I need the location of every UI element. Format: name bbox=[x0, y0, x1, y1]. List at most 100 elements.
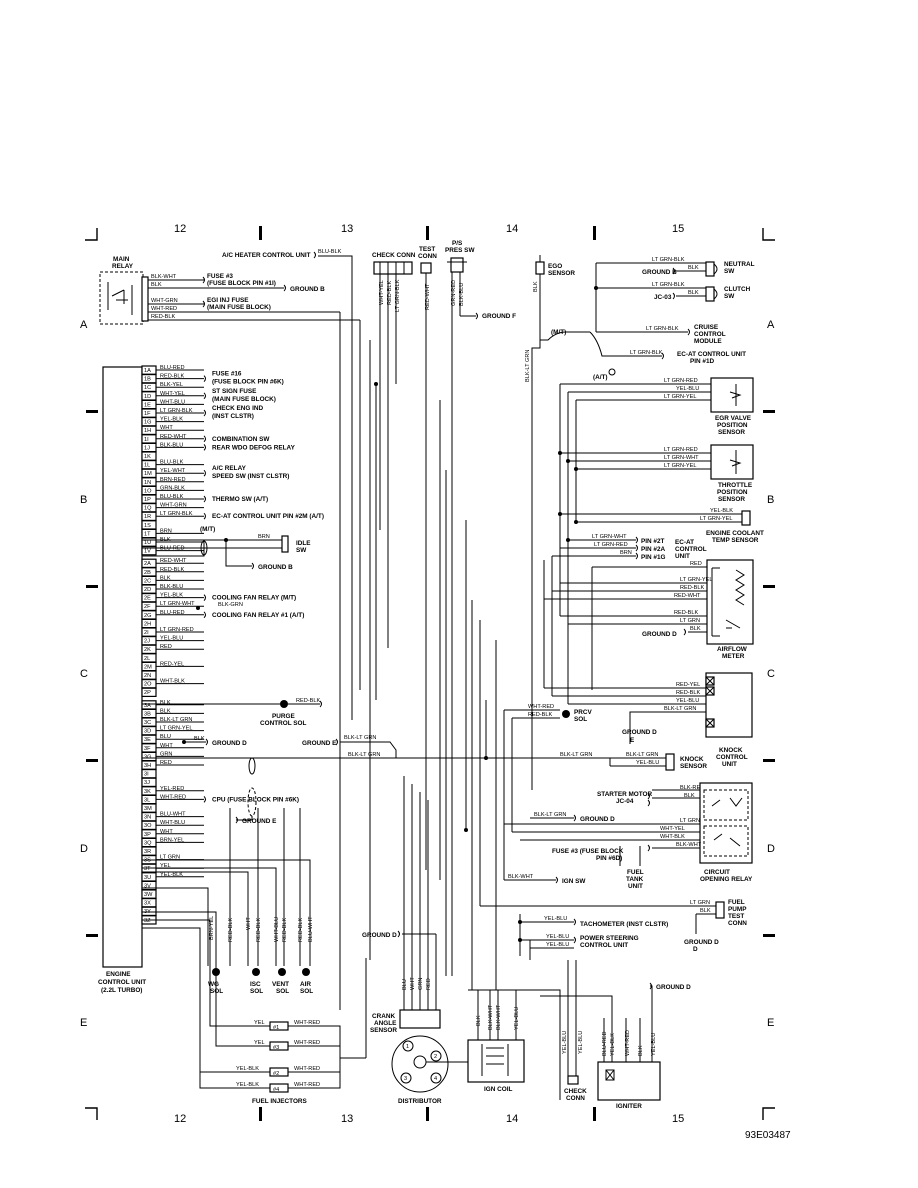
relay-wire-5: RED-BLK bbox=[151, 314, 176, 320]
ecu-pin-id: 3J bbox=[144, 780, 150, 786]
air-label-1: AIR bbox=[300, 981, 311, 988]
egr-label-3: SENSOR bbox=[718, 429, 745, 436]
ecu-pin-id: 3X bbox=[144, 901, 151, 907]
check-conn-wire-2: RED-BLK bbox=[387, 280, 393, 305]
throttle-label-2: POSITION bbox=[717, 489, 748, 496]
ecat-label-3: UNIT bbox=[675, 553, 690, 560]
throttle-sensor: LT GRN-RED LT GRN-WHT LT GRN-YEL THROTTL… bbox=[560, 444, 754, 503]
ecu-pin-wire: WHT-YEL bbox=[160, 391, 185, 397]
neutral-wire-2: BLK bbox=[688, 265, 699, 271]
vent-label-2: SOL bbox=[276, 988, 289, 995]
ecu-pin-id: 2O bbox=[144, 682, 152, 688]
ecu-pin-id: 1A bbox=[144, 368, 151, 374]
crank-wire-2: WHT bbox=[410, 977, 416, 990]
ecu-pin-wire: BLU bbox=[160, 734, 171, 740]
neutral-switch bbox=[705, 261, 715, 277]
ecu-pin-wire: GRN bbox=[160, 751, 172, 757]
test-conn-label-2: CONN bbox=[418, 253, 437, 260]
isc-wire-1: WHT bbox=[246, 917, 252, 930]
ground-d-left: GROUND D bbox=[212, 740, 247, 747]
destination-label: COOLING FAN RELAY (M/T) bbox=[212, 595, 296, 602]
coil-wire-2: BLK-WHT bbox=[488, 1004, 494, 1030]
ecu-pin-wire: WHT bbox=[160, 829, 173, 835]
ecu-pin-id: 3K bbox=[144, 789, 151, 795]
knock-wire-1: RED-YEL bbox=[676, 682, 700, 688]
destination-label: COOLING FAN RELAY #1 (A/T) bbox=[212, 612, 304, 619]
fuel-pump-label-2: PUMP bbox=[728, 906, 747, 913]
ground-d-fuel-letter: D bbox=[693, 946, 698, 953]
ground-d-igniter: GROUND D bbox=[656, 984, 691, 991]
ecu-pin-id: 1B bbox=[144, 377, 151, 383]
injector-1-left: YEL bbox=[254, 1020, 265, 1026]
ps-wire-2: BLK-BLU bbox=[459, 283, 465, 306]
grid-col-bottom-4: 15 bbox=[672, 1113, 684, 1125]
ecu-pin-wire: BLU-RED bbox=[160, 610, 185, 616]
ecu-pin-wire: RED-WHT bbox=[160, 558, 187, 564]
ecu-pin-id: 1K bbox=[144, 454, 151, 460]
destination-sublabel: (INST CLSTR) bbox=[212, 413, 254, 420]
fuel-pump-conn: LT GRN BLK FUEL PUMP TEST CONN GROUND D … bbox=[480, 899, 747, 953]
vent-wire-1: WHT-BLU bbox=[274, 917, 280, 942]
ecu-pin-id: 2I bbox=[144, 630, 149, 636]
ecu-pin-wire: YEL bbox=[160, 863, 171, 869]
ecu-pin-id: 2G bbox=[144, 613, 151, 619]
fuse3-label-1: FUSE #3 bbox=[207, 273, 233, 280]
fuel-tank-label-2: TANK bbox=[626, 876, 644, 883]
neutral-wire-1: LT GRN-BLK bbox=[652, 257, 685, 263]
knock-wire-4: BLK-LT GRN bbox=[664, 706, 696, 712]
engine-control-unit: ENGINE CONTROL UNIT (2.2L TURBO) bbox=[98, 366, 146, 994]
cruise-wire: LT GRN-BLK bbox=[646, 326, 679, 332]
wg-label-1: WG bbox=[208, 981, 219, 988]
ground-d-blk-wire: BLK bbox=[194, 736, 205, 742]
check-conn-bottom: YEL-BLU YEL-BLU CHECK CONN bbox=[562, 960, 587, 1102]
egr-wire-1: LT GRN-RED bbox=[664, 378, 698, 384]
knock-sensor-label-2: SENSOR bbox=[680, 763, 707, 770]
ecu-pin-id: 1L bbox=[144, 463, 150, 469]
ps-sw-label-2: PRES SW bbox=[445, 247, 475, 254]
ecu-pin-wire: RED-BLK bbox=[160, 567, 185, 573]
coolant-wire-1: YEL-BLK bbox=[710, 508, 733, 514]
ecu-pin-id: 2B bbox=[144, 570, 151, 576]
ecu-pin-wire: WHT-BLU bbox=[160, 399, 185, 405]
jc04-label: JC-04 bbox=[616, 798, 634, 805]
ecu-pin-id: 3T bbox=[144, 866, 151, 872]
ps-unit-wire-1: YEL-BLU bbox=[546, 934, 569, 940]
ground-e-wire-2: BLK-LT GRN bbox=[348, 752, 380, 758]
clutch-wire-1: LT GRN-BLK bbox=[652, 282, 685, 288]
ecu-pin-id: 3O bbox=[144, 823, 152, 829]
fuel-pump-label-3: TEST bbox=[728, 913, 744, 920]
at-label: (A/T) bbox=[593, 374, 608, 381]
knock-sensor: BLK-LT GRN YEL-BLU BLK-LT GRN KNOCK SENS… bbox=[486, 752, 707, 771]
drawing-id: 93E03487 bbox=[745, 1130, 791, 1141]
cruise-label-2: CONTROL bbox=[694, 331, 726, 338]
airflow-wire-2: LT GRN-YEL bbox=[680, 577, 712, 583]
idle-sw-label-1: IDLE bbox=[296, 540, 311, 547]
destination-label: CHECK ENG IND bbox=[212, 405, 264, 412]
throttle-sensor-box bbox=[710, 444, 754, 480]
grid-col-bottom-1: 12 bbox=[174, 1113, 186, 1125]
igniter: BLU-RED YEL-BLK WHT-RED BLK YEL-BLU IGNI… bbox=[540, 982, 691, 1110]
knock-sensor-wire-1: BLK-LT GRN bbox=[560, 752, 592, 758]
airflow-wire-6: LT GRN bbox=[680, 618, 700, 624]
dist-num-1: 1 bbox=[406, 1044, 409, 1050]
ecu-pin-wire: BLK-BLU bbox=[160, 584, 183, 590]
ecu-pin-wire: YEL-BLK bbox=[160, 872, 183, 878]
ecu-pin-id: 1E bbox=[144, 402, 151, 408]
clutch-sw-label-1: CLUTCH bbox=[724, 286, 751, 293]
ecu-pin-wire: BLU-BLK bbox=[160, 494, 184, 500]
grid-row-right-b: B bbox=[767, 494, 774, 506]
ecu-pin-wire: BLK-YEL bbox=[160, 382, 183, 388]
ac-heater-wire: BLU-BLK bbox=[318, 249, 342, 255]
ecu-pin-id: 1V bbox=[144, 549, 151, 555]
ign-sw-wire: BLK-WHT bbox=[508, 874, 534, 880]
coolant-label-2: TEMP SENSOR bbox=[712, 537, 759, 544]
ecu-pin-wire: WHT-GRN bbox=[160, 503, 187, 509]
distributor: BLU WHT GRN RED CRANK ANGLE SENSOR 1 2 3… bbox=[370, 776, 468, 1105]
ecu-pin-wire: RED-BLK bbox=[160, 374, 185, 380]
dist-num-2: 2 bbox=[434, 1054, 437, 1060]
grid-col-top-4: 15 bbox=[672, 223, 684, 235]
ecu-pin-wire: BLK-LT GRN bbox=[160, 717, 192, 723]
fuel-injectors-label: FUEL INJECTORS bbox=[252, 1098, 308, 1105]
ecu-label-line1: ENGINE bbox=[106, 971, 131, 978]
